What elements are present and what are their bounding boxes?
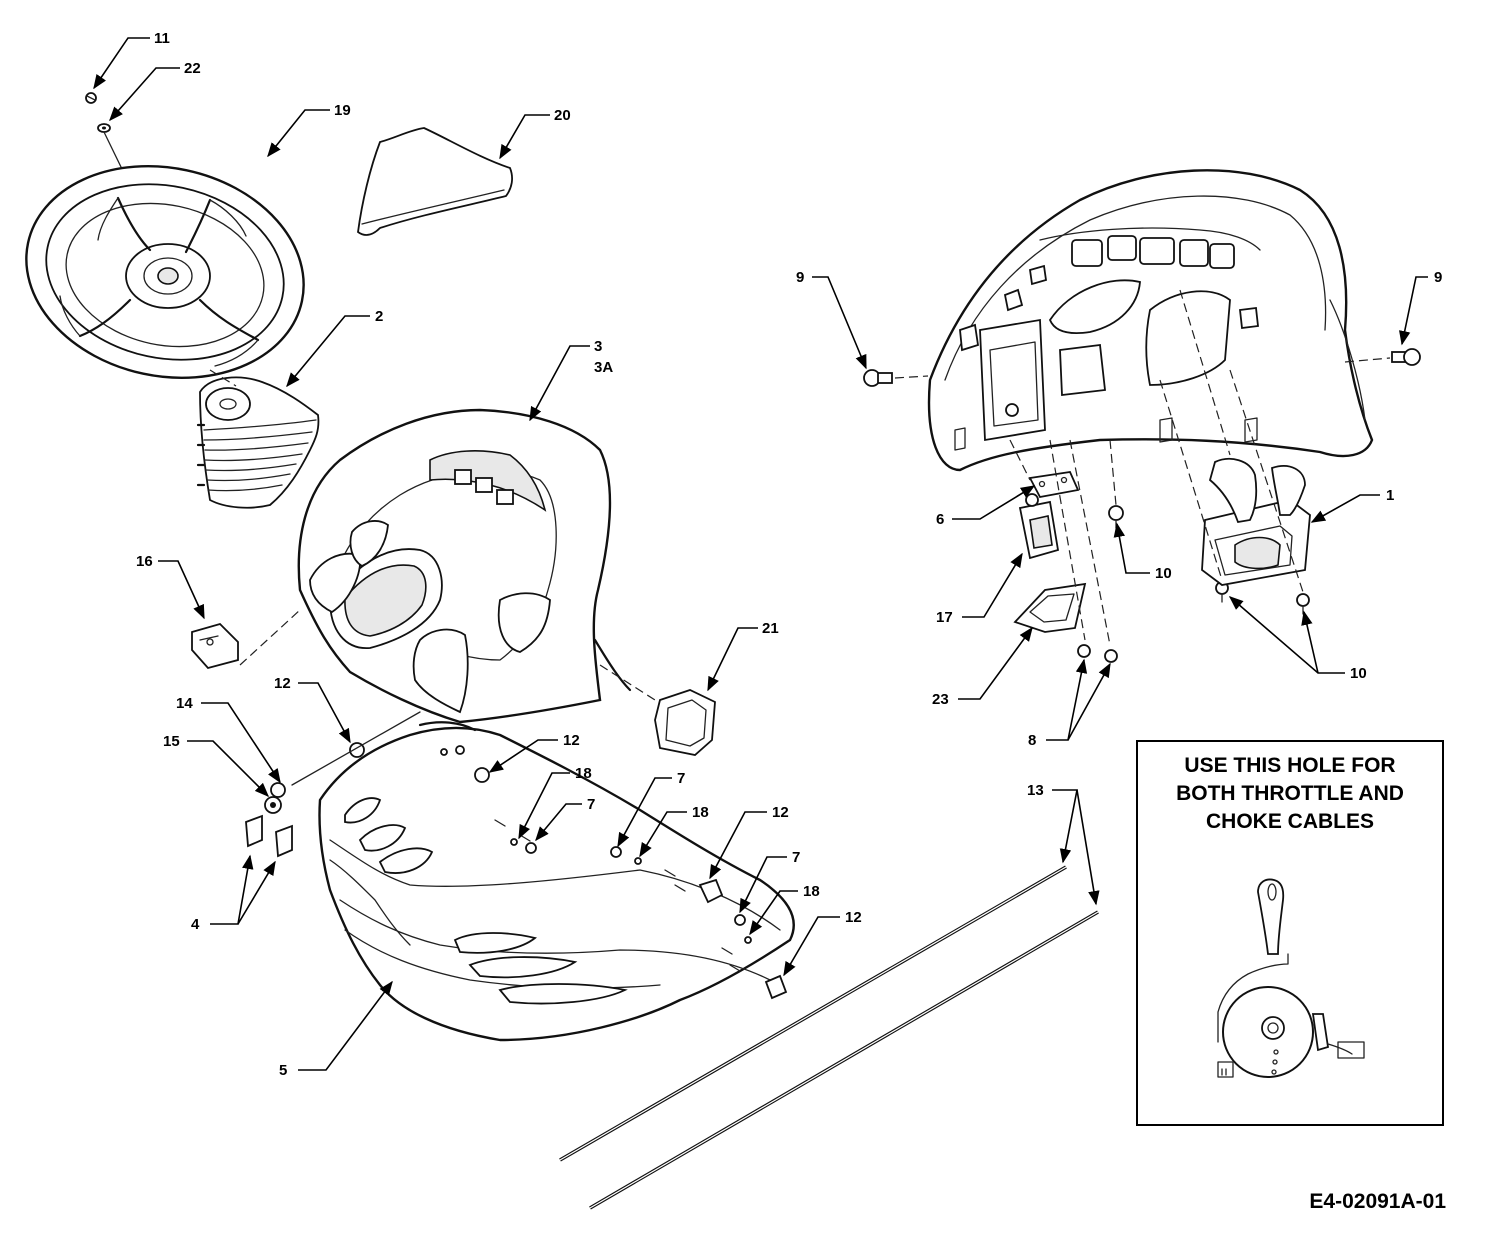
note-box: USE THIS HOLE FOR BOTH THROTTLE AND CHOK… bbox=[1136, 740, 1444, 1126]
callout-12: 12 bbox=[563, 732, 580, 749]
callout-6: 6 bbox=[936, 511, 944, 528]
part-22-washer bbox=[97, 123, 111, 133]
callout-12: 12 bbox=[845, 909, 862, 926]
callout-1: 1 bbox=[1386, 487, 1394, 504]
callout-3: 3 bbox=[594, 338, 602, 355]
callout-4: 4 bbox=[191, 916, 200, 933]
part-17-switch bbox=[1018, 493, 1060, 560]
leader-14-15 bbox=[291, 711, 421, 786]
part-23-plate bbox=[1013, 582, 1087, 633]
callout-17: 17 bbox=[936, 609, 953, 626]
callout-8: 8 bbox=[1028, 732, 1036, 749]
callout-15: 15 bbox=[163, 733, 180, 750]
callout-19: 19 bbox=[334, 102, 351, 119]
dash-16 bbox=[239, 609, 301, 666]
callout-7: 7 bbox=[587, 796, 595, 813]
callout-20: 20 bbox=[554, 107, 571, 124]
callout-16: 16 bbox=[136, 553, 153, 570]
callout-3a: 3A bbox=[594, 359, 613, 376]
part-9-screw-left bbox=[863, 369, 893, 387]
document-code: E4-02091A-01 bbox=[1309, 1190, 1446, 1213]
callout-9: 9 bbox=[1434, 269, 1442, 286]
callout-7: 7 bbox=[792, 849, 800, 866]
callout-12: 12 bbox=[274, 675, 291, 692]
callout-22: 22 bbox=[184, 60, 201, 77]
callout-10: 10 bbox=[1350, 665, 1367, 682]
part-21-lens bbox=[654, 689, 716, 756]
part-2-steering-boot bbox=[196, 376, 320, 509]
part-9-screw-right bbox=[1391, 348, 1421, 366]
dash-21 bbox=[599, 664, 656, 701]
callout-14: 14 bbox=[176, 695, 193, 712]
callout-10: 10 bbox=[1155, 565, 1172, 582]
callout-9: 9 bbox=[796, 269, 804, 286]
axis-dash bbox=[209, 369, 237, 387]
alignment-dashes bbox=[1009, 289, 1304, 646]
part-11-nut bbox=[85, 92, 97, 104]
callout-23: 23 bbox=[932, 691, 949, 708]
throttle-detail-inset bbox=[1217, 878, 1365, 1078]
part-20-dash-insert bbox=[357, 127, 513, 236]
callout-12: 12 bbox=[772, 804, 789, 821]
fasteners-left bbox=[245, 742, 788, 1000]
rear-cover-assembly bbox=[927, 169, 1374, 472]
note-text: USE THIS HOLE FOR BOTH THROTTLE AND CHOK… bbox=[1176, 754, 1404, 833]
callout-11: 11 bbox=[154, 30, 170, 47]
dash-9b bbox=[1344, 357, 1391, 363]
dash-9a bbox=[894, 375, 929, 379]
part-1-throttle-control bbox=[1201, 458, 1311, 586]
callout-18: 18 bbox=[803, 883, 820, 900]
part-6-bracket bbox=[1028, 471, 1080, 499]
part-16-clip bbox=[191, 622, 239, 670]
part-13-cables bbox=[559, 865, 1099, 1210]
part-19-steering-wheel bbox=[25, 164, 305, 380]
callout-18: 18 bbox=[575, 765, 592, 782]
part-3-dash-panel bbox=[297, 408, 632, 724]
callout-21: 21 bbox=[762, 620, 779, 637]
callout-18: 18 bbox=[692, 804, 709, 821]
callout-13: 13 bbox=[1027, 782, 1044, 799]
callout-2: 2 bbox=[375, 308, 383, 325]
part-5-lower-cover bbox=[318, 721, 795, 1042]
callout-7: 7 bbox=[677, 770, 685, 787]
callout-labels: 11 22 19 20 2 3 3A 16 21 12 14 15 12 18 … bbox=[136, 30, 1442, 1079]
callout-5: 5 bbox=[279, 1062, 287, 1079]
